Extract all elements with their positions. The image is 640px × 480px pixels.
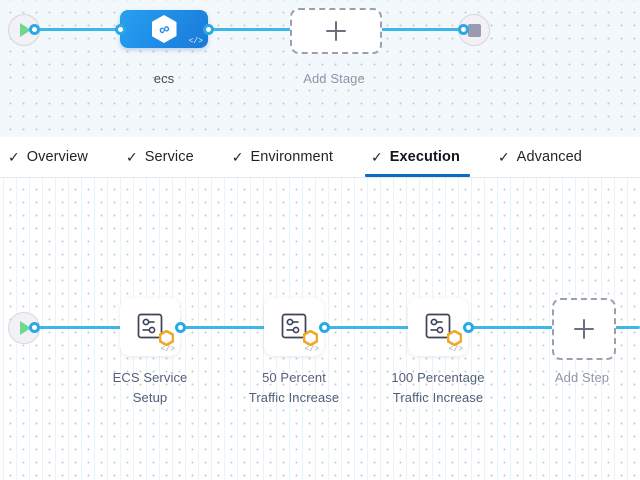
plus-icon [326,21,346,41]
stage-graph-canvas[interactable]: ∞ </> ecs Add Stage [0,0,640,137]
step2-label-line1: 50 Percent [262,370,326,385]
execution-start-output-port[interactable] [29,322,40,333]
settings-sliders-icon [422,310,454,342]
pipeline-tab-bar[interactable]: ✓ Overview ✓ Service ✓ Environment ✓ Exe… [0,137,640,178]
step3-label-line1: 100 Percentage [391,370,485,385]
add-step-label: Add Step [554,370,610,385]
edge-start-to-stage [34,28,127,31]
step-node-50-percent-traffic-increase[interactable]: </> [264,298,324,356]
tab-label: Environment [250,149,333,165]
tab-label: Advanced [516,149,582,165]
stop-square-icon [467,23,481,37]
stage-output-port[interactable] [203,24,214,35]
edge-addstage-to-end [377,28,463,31]
edge-step3-to-addstep [468,326,553,329]
hexagon-badge-icon [302,329,319,347]
stage-input-port[interactable] [115,24,126,35]
step2-output-port[interactable] [319,322,330,333]
step1-label-line2: Setup [132,390,168,405]
edge-stage-to-addstage [208,28,294,31]
hexagon-infinity-icon: ∞ [151,15,177,43]
execution-start-node[interactable] [8,312,40,344]
step1-output-port[interactable] [175,322,186,333]
step3-label-line2: Traffic Increase [392,390,484,405]
play-icon [20,321,31,335]
stage-label-ecs: ecs [153,71,175,86]
tab-advanced[interactable]: ✓ Advanced [498,137,596,177]
tab-service[interactable]: ✓ Service [126,137,208,177]
tab-label: Overview [26,149,88,165]
hexagon-badge-icon [446,329,463,347]
check-icon: ✓ [231,149,244,165]
edge-step2-to-step3 [324,326,468,329]
hexagon-badge-icon [158,329,175,347]
add-stage-button[interactable] [290,8,382,54]
step-node-100-percentage-traffic-increase[interactable]: </> [408,298,468,356]
check-icon: ✓ [8,149,20,165]
tab-environment[interactable]: ✓ Environment [232,137,347,177]
edge-addstep-outgoing [612,326,640,329]
execution-graph-canvas[interactable]: </> </> [0,178,640,480]
check-icon: ✓ [125,149,138,165]
stage-node-ecs[interactable]: ∞ </> [120,10,208,48]
code-badge: </> [304,345,319,354]
check-icon: ✓ [497,149,510,165]
end-input-port[interactable] [458,24,469,35]
step2-label-line2: Traffic Increase [248,390,340,405]
check-icon: ✓ [371,149,383,165]
add-stage-label: Add Stage [303,71,365,86]
step3-output-port[interactable] [463,322,474,333]
edge-step1-to-step2 [180,326,324,329]
tab-label: Execution [389,149,460,165]
code-badge: </> [188,37,203,46]
tab-execution[interactable]: ✓ Execution [365,137,474,177]
tab-label: Service [144,149,194,165]
settings-sliders-icon [278,310,310,342]
edge-start-to-step1 [34,326,180,329]
step1-label-line1: ECS Service [112,370,188,385]
settings-sliders-icon [134,310,166,342]
code-badge: </> [160,345,175,354]
tab-overview[interactable]: ✓ Overview [8,137,102,177]
plus-icon [574,319,594,339]
step-node-ecs-service-setup[interactable]: </> [120,298,180,356]
infinity-glyph: ∞ [156,19,172,39]
play-icon [20,23,31,37]
code-badge: </> [448,345,463,354]
start-output-port[interactable] [29,24,40,35]
add-step-button[interactable] [552,298,616,360]
